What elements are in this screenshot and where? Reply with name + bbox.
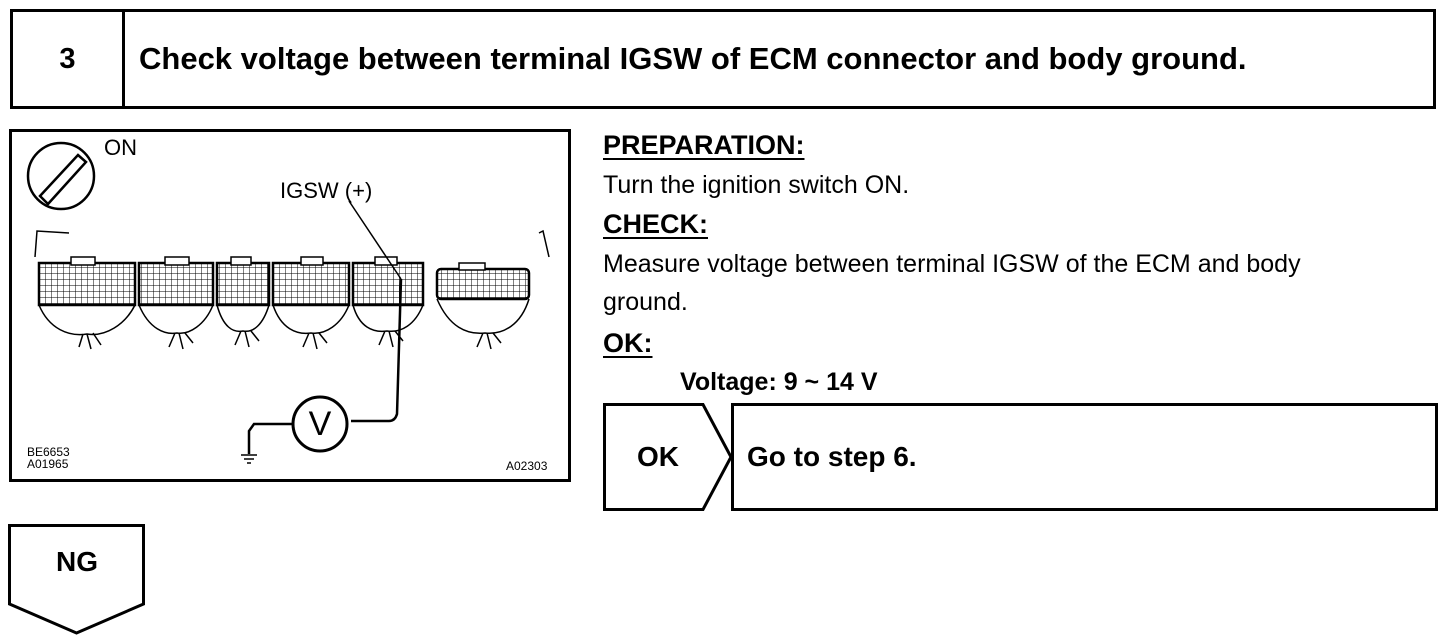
preparation-text: Turn the ignition switch ON.: [603, 171, 910, 199]
wiring-diagram: ON IGSW (+) V BE6653 A01965 A02303: [9, 129, 571, 482]
check-text-line-1: Measure voltage between terminal IGSW of…: [603, 250, 1301, 278]
terminal-pointer: [348, 200, 402, 280]
probe-wire-positive: [351, 278, 403, 423]
wire-harness: [38, 298, 530, 350]
step-header: 3 Check voltage between terminal IGSW of…: [10, 9, 1436, 109]
figure-code-3: A02303: [506, 459, 548, 473]
ng-result-tag: [8, 524, 145, 635]
figure-code-2: A01965: [27, 457, 69, 471]
ok-action-box: Go to step 6.: [731, 403, 1438, 511]
terminal-label: IGSW (+): [280, 178, 373, 203]
check-text-line-2: ground.: [603, 288, 688, 316]
ok-label: OK: [637, 441, 679, 472]
ecm-connector: [37, 256, 531, 307]
ground-symbol-icon: [241, 454, 257, 464]
ok-result-tag: [603, 403, 733, 511]
step-number: 3: [13, 12, 125, 106]
ng-label: NG: [56, 546, 98, 577]
wiring-diagram-graphic: [9, 129, 571, 482]
probe-wire-ground: [247, 422, 293, 454]
switch-position-label: ON: [104, 135, 137, 160]
voltmeter-symbol: V: [308, 405, 332, 443]
figure-code-1: BE6653: [27, 445, 70, 459]
preparation-heading: PREPARATION:: [603, 130, 805, 160]
ok-spec: Voltage: 9 ~ 14 V: [680, 368, 878, 396]
ignition-key-icon: [26, 141, 96, 211]
check-heading: CHECK:: [603, 209, 708, 239]
ok-action-text: Go to step 6.: [747, 441, 917, 472]
step-title: Check voltage between terminal IGSW of E…: [139, 41, 1247, 76]
ok-heading: OK:: [603, 328, 653, 358]
